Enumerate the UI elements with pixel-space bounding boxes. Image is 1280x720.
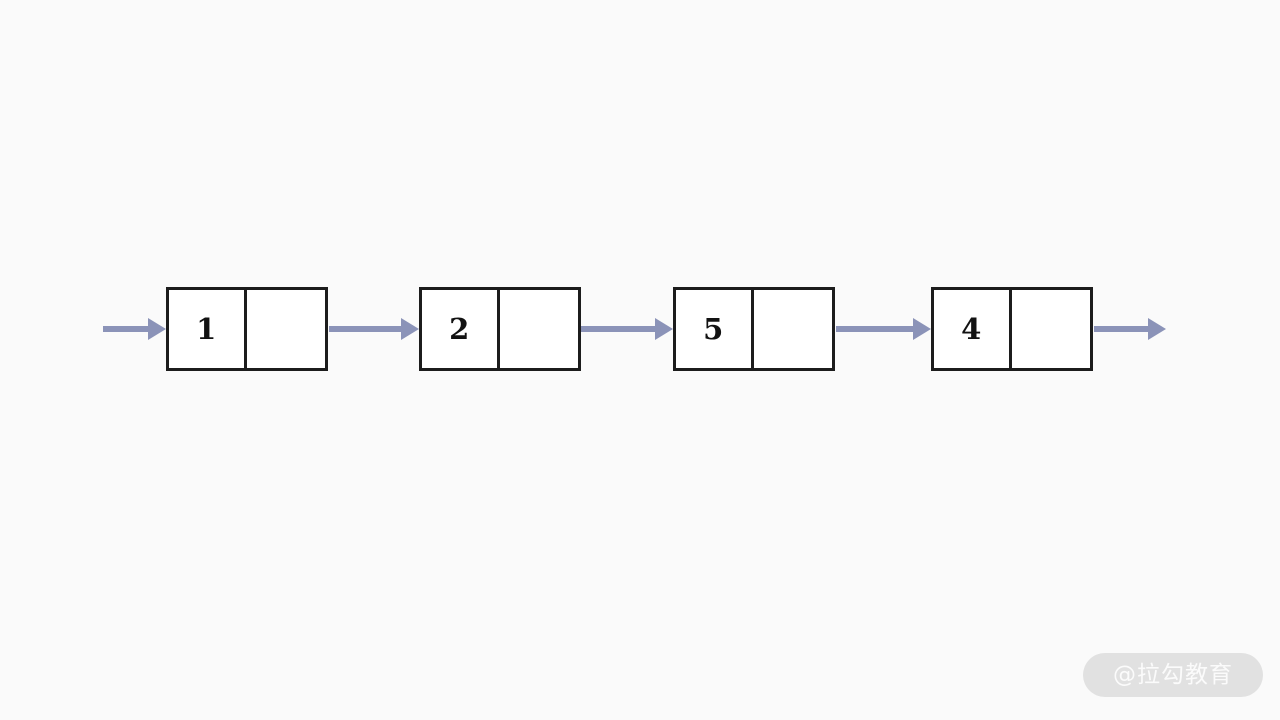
tail-arrow-icon [1094,318,1166,340]
node-pointer-cell [1012,290,1090,368]
node-value-label: 2 [449,311,470,346]
watermark-badge: @拉勾教育 [1083,653,1263,697]
arrow-node1-node2-icon [329,318,419,340]
node-data-cell: 5 [676,290,754,368]
node-pointer-cell [754,290,832,368]
node-pointer-cell [500,290,578,368]
linked-list-nodes: 1 2 5 4 [0,287,1280,371]
node-value-label: 5 [703,311,724,346]
arrow-node2-node3-icon [581,318,673,340]
arrow-node3-node4-icon [836,318,931,340]
node-pointer-cell [247,290,325,368]
list-node: 2 [419,287,581,371]
node-data-cell: 4 [934,290,1012,368]
list-node: 4 [931,287,1093,371]
node-value-label: 4 [961,311,982,346]
node-data-cell: 2 [422,290,500,368]
watermark-text: @拉勾教育 [1113,661,1233,688]
list-node: 5 [673,287,835,371]
node-value-label: 1 [196,311,217,346]
list-node: 1 [166,287,328,371]
node-data-cell: 1 [169,290,247,368]
head-arrow-icon [103,318,166,340]
